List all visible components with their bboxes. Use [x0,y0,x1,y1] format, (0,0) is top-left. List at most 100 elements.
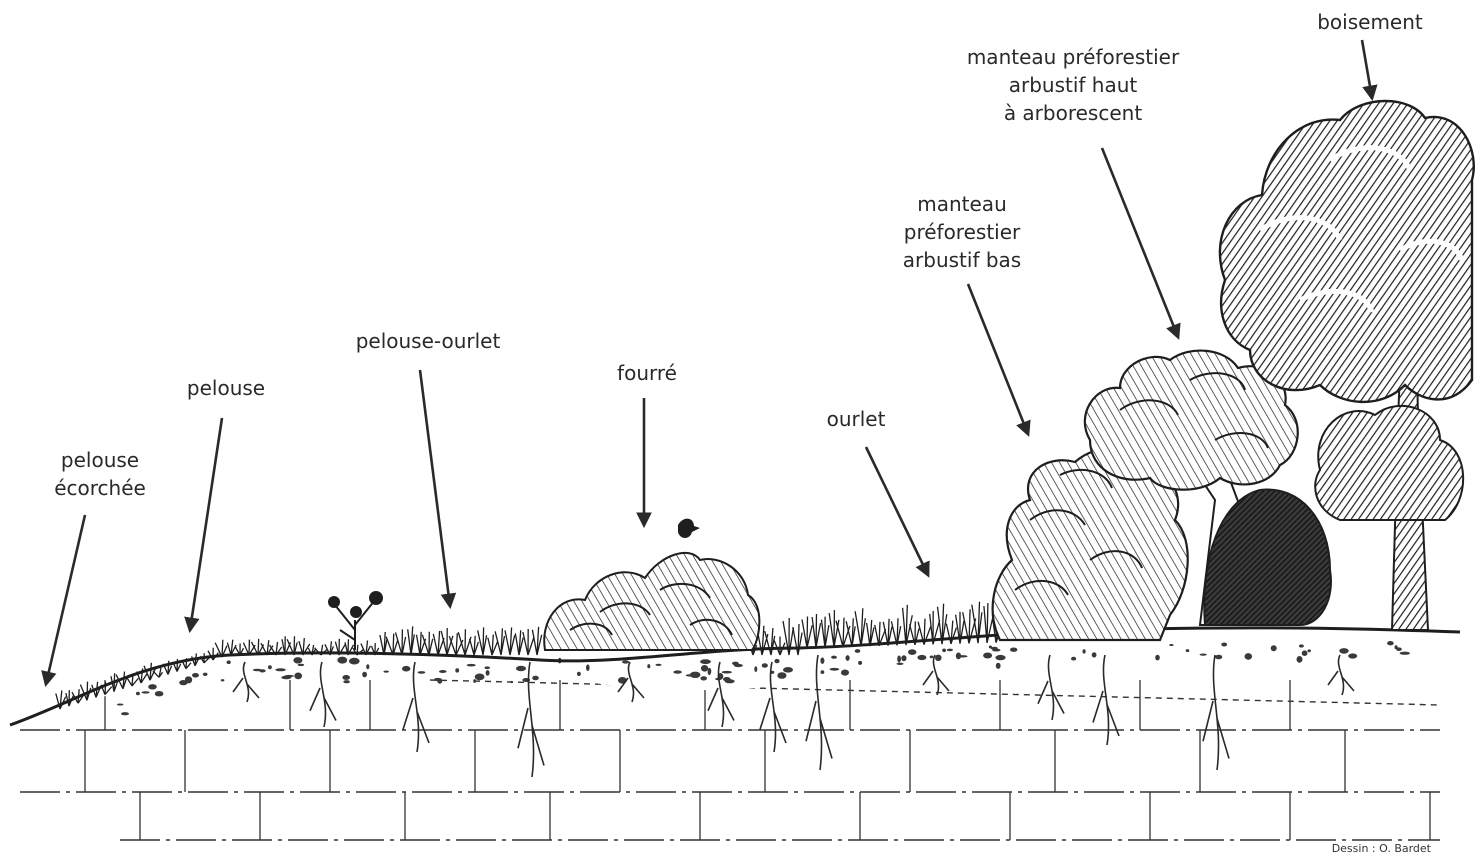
stone [942,649,946,653]
grass-tuft [505,627,515,655]
stone [486,670,490,676]
stone [622,660,629,663]
stone [268,665,272,669]
stone [708,669,711,675]
stone [192,673,199,678]
grass-tuft [515,630,523,655]
stone [901,655,906,661]
stone [983,653,992,659]
stone [294,673,302,680]
stone [762,663,768,668]
stone [1302,650,1308,656]
stone [1400,652,1410,655]
label-pelouse: pelouse [187,374,265,402]
arrow-pelouse-ourlet [420,370,450,606]
stone [1186,649,1190,652]
arrow-ourlet [866,447,928,575]
stone [1348,653,1357,658]
stone [1387,641,1394,645]
stone [846,655,850,661]
stone [284,675,294,677]
bedrock-joints [85,680,1430,840]
stone [418,671,426,674]
root [310,662,336,727]
stone [1083,649,1086,653]
grass-tuft [532,627,541,655]
stone [510,681,513,683]
label-fourre: fourré [617,359,677,387]
stone [858,661,862,665]
grass-tuft [417,632,426,655]
stone [475,674,485,681]
label-line: pelouse-ourlet [356,327,501,355]
grass-tuft [812,614,820,648]
stone [841,670,849,676]
root [1203,655,1229,770]
stone [897,663,904,665]
stone [1071,657,1076,661]
stone [1169,644,1173,646]
label-line: à arborescent [967,99,1179,127]
stone [1010,648,1017,652]
stone [1155,655,1160,661]
stone [1200,654,1207,656]
stone [908,649,916,655]
stone [820,658,824,664]
stone [686,674,695,676]
stone [516,666,526,671]
stone [917,655,926,660]
small-shrub [329,592,382,650]
grass-tuft [386,634,397,655]
stone [362,672,367,678]
stone [437,678,442,684]
stone [1299,644,1304,647]
stone [947,649,953,652]
stone [897,656,901,663]
stone [725,679,735,683]
grass-tuft [408,626,415,655]
stone [467,664,476,667]
grass-tuft [855,608,865,646]
stone [830,668,840,671]
stone [402,666,410,672]
label-line: arbustif haut [967,71,1179,99]
label-line: manteau [903,190,1021,218]
stone [1245,653,1253,660]
label-line: manteau préforestier [967,43,1179,71]
stone [855,649,861,653]
label-line: fourré [617,359,677,387]
stone [783,667,793,673]
grass-tuft [478,627,487,655]
stone [337,657,347,664]
stone [1221,643,1227,647]
stone [136,692,140,696]
drawing-credit: Dessin : O. Bardet [1332,842,1431,855]
stone [831,656,837,659]
stone [700,659,711,664]
grass-tuft [903,605,913,645]
stone [1092,652,1097,657]
stone [1271,645,1277,651]
grass-tuft [458,629,471,655]
stone [484,666,490,669]
stone [655,664,661,666]
stone [754,666,757,672]
label-line: pelouse [187,374,265,402]
stone [117,704,124,706]
arrow-pelouse-ecorchee [46,515,85,684]
stone [227,660,231,664]
stone [996,663,1001,669]
label-manteau-bas: manteau préforestier arbustif bas [903,190,1021,274]
stone [293,657,302,663]
stone [821,670,825,674]
grass-tuft [449,633,463,655]
arrow-boisement [1362,40,1372,98]
stone [701,665,708,672]
root [1093,655,1119,745]
arrow-pelouse [190,418,222,630]
root [1328,655,1354,695]
stone [455,668,459,672]
stone [298,664,305,666]
label-pelouse-ourlet: pelouse-ourlet [356,327,501,355]
stone [1307,649,1311,652]
